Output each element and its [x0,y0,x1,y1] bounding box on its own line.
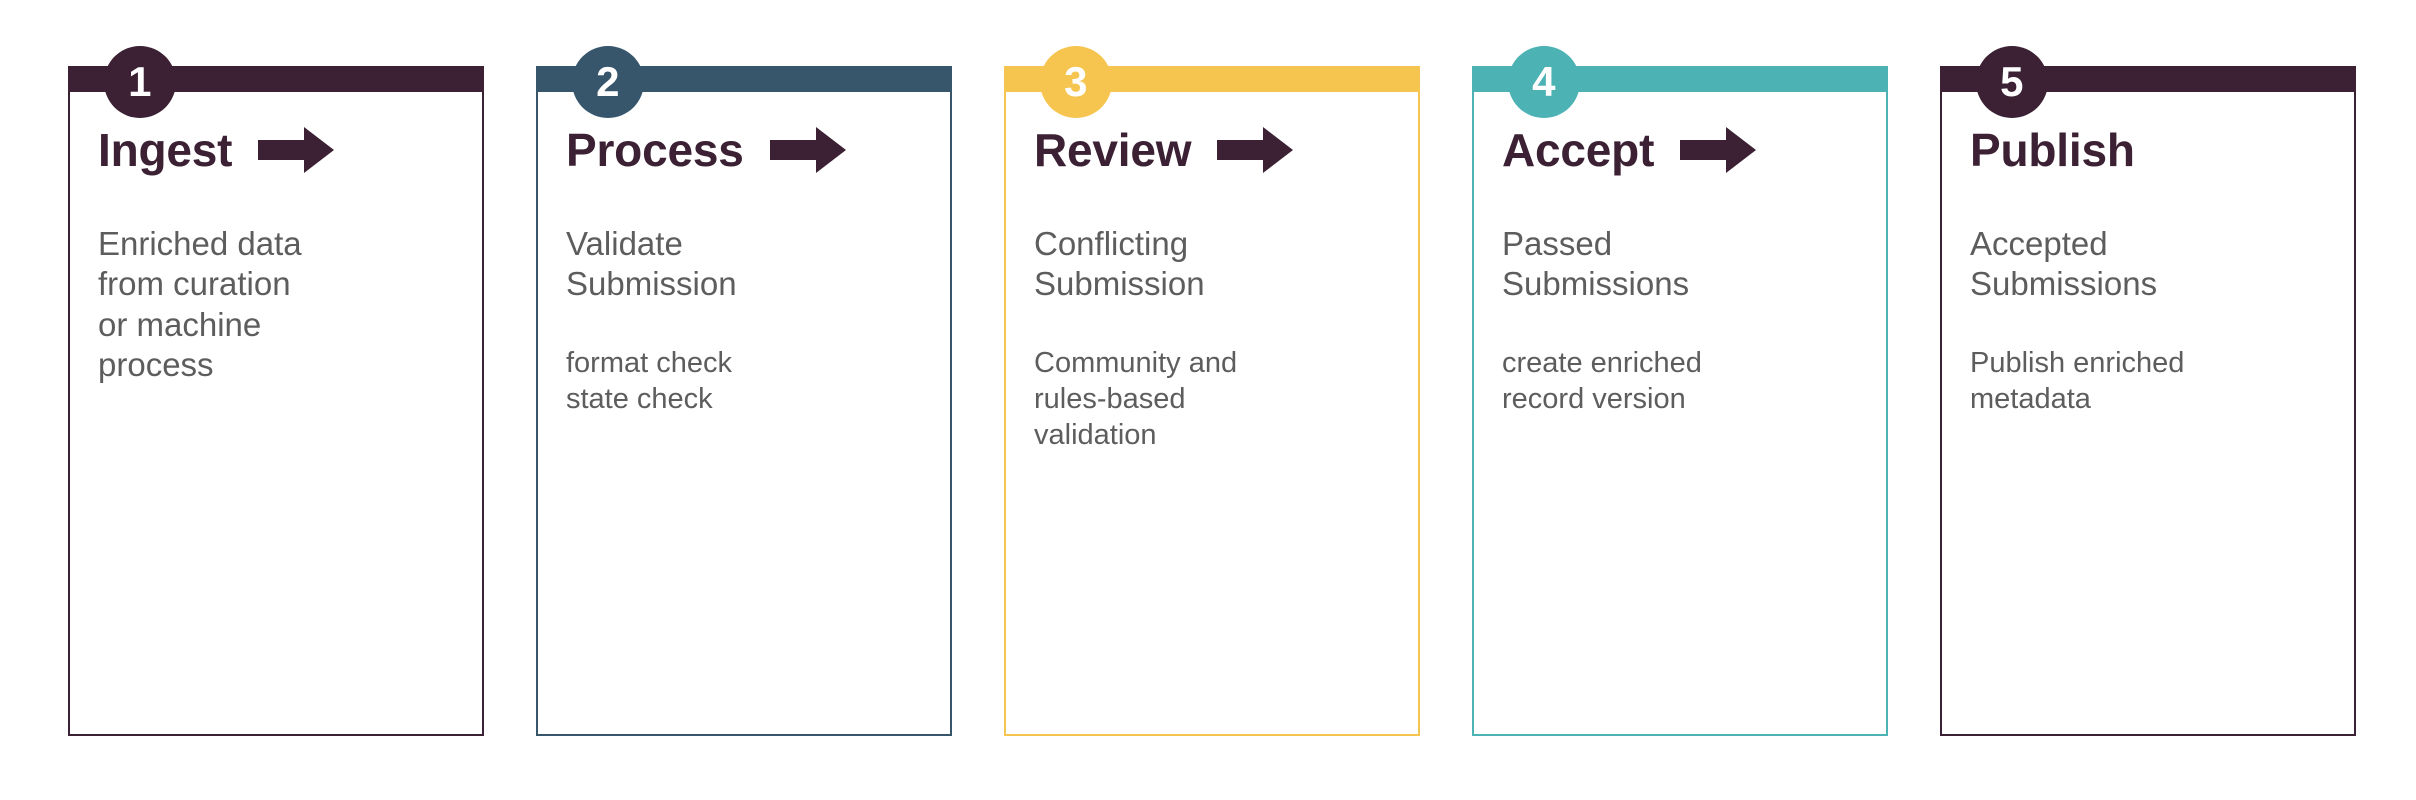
step-secondary-text: create enriched record version [1502,346,1702,415]
step-title: Publish [1970,124,2135,176]
step-title: Review [1034,124,1192,176]
step-title-row: Publish [1970,120,2338,180]
step-title-row: Accept [1502,120,1870,180]
right-arrow-icon [258,127,335,173]
step-card [1940,72,2356,736]
step-primary-text: Enriched data from curation or machine p… [98,225,302,383]
step-primary-text: Passed Submissions [1502,225,1690,303]
right-arrow-icon [1680,127,1757,173]
step-title-row: Review [1034,120,1402,180]
step-card [536,72,952,736]
step-number-badge: 1 [104,46,176,118]
step-primary-text: Accepted Submissions [1970,225,2158,303]
step-number-badge: 3 [1040,46,1112,118]
step-number-badge: 2 [572,46,644,118]
step-primary-text: Validate Submission [566,225,737,303]
step-secondary-text: Publish enriched metadata [1970,346,2185,415]
step-primary-text: Conflicting Submission [1034,225,1205,303]
step-number-badge: 4 [1508,46,1580,118]
step-title: Accept [1502,124,1655,176]
step-secondary-text: format check state check [566,346,732,415]
step-title: Ingest [98,124,233,176]
step-card [68,72,484,736]
step-number-badge: 5 [1976,46,2048,118]
right-arrow-icon [1217,127,1294,173]
step-secondary-text: Community and rules-based validation [1034,346,1238,452]
step-title-row: Process [566,120,934,180]
step-title-row: Ingest [98,120,466,180]
step-title: Process [566,124,744,176]
step-card [1004,72,1420,736]
right-arrow-icon [769,127,846,173]
step-card [1472,72,1888,736]
